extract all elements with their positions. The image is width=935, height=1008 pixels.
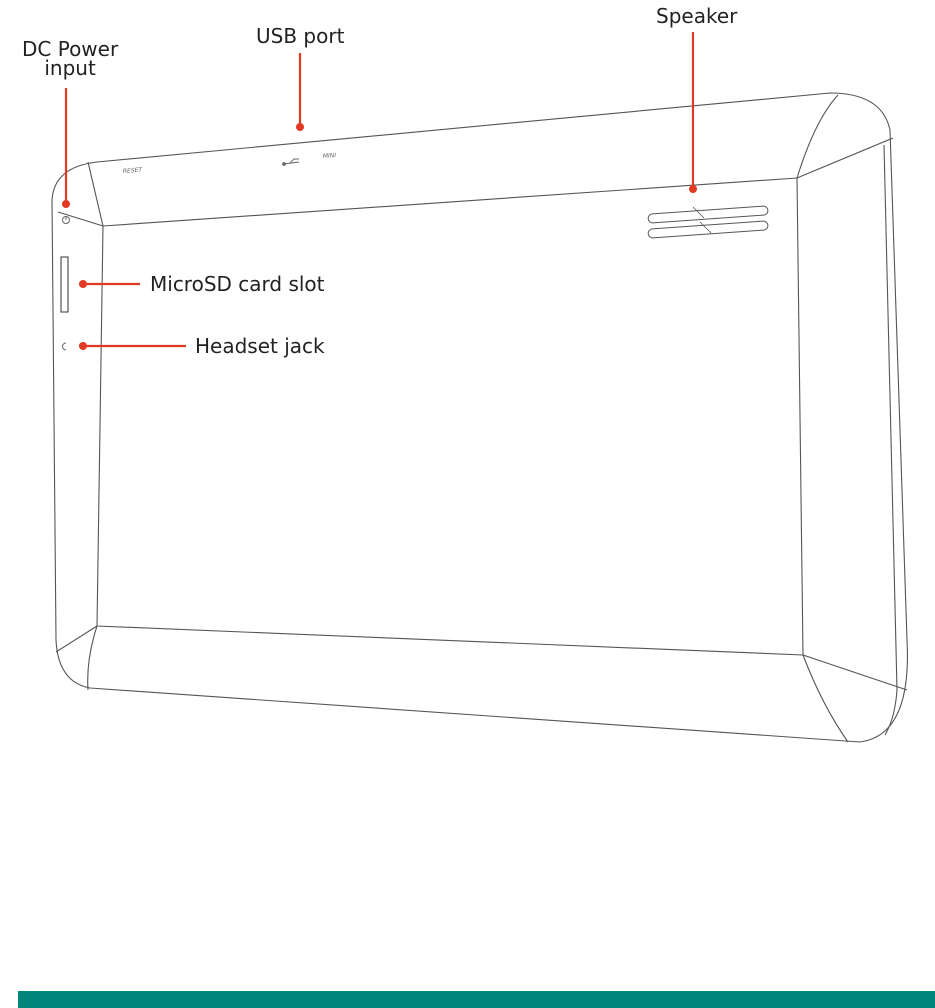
chamfer-top-right	[797, 95, 838, 178]
callout-headset	[79, 342, 186, 350]
callout-speaker	[689, 32, 697, 193]
chamfer-bottom-left	[88, 626, 97, 690]
speaker-label: Speaker	[656, 6, 737, 26]
chamfer-left-top	[58, 212, 103, 226]
usb-port-label: USB port	[256, 26, 344, 46]
headset-jack-icon	[63, 343, 67, 350]
callout-microsd	[79, 280, 140, 288]
tablet-back-panel	[97, 178, 803, 655]
callout-usb-port	[296, 53, 304, 131]
dc-power-label-line2: input	[22, 59, 118, 78]
dc-power-port-icon	[63, 216, 70, 224]
headset-label: Headset jack	[195, 336, 325, 356]
footer-bar	[18, 991, 935, 1008]
right-side-contour	[884, 145, 897, 735]
dc-power-label: DC Power input	[22, 40, 118, 78]
microsd-label: MicroSD card slot	[150, 274, 325, 294]
callout-dc-power	[62, 88, 70, 208]
chamfer-bottom-right	[803, 655, 907, 690]
speaker-grille-icon	[648, 206, 768, 238]
mini-marking: MINI	[323, 152, 337, 160]
tablet-outline	[52, 93, 907, 742]
chamfer-top-right-2	[797, 138, 893, 178]
microsd-slot-icon	[61, 257, 68, 312]
reset-marking: RESET	[123, 167, 144, 175]
chamfer-top-left	[88, 162, 103, 226]
tablet-outer-edge	[52, 93, 907, 742]
usb-symbol-icon	[283, 159, 299, 165]
